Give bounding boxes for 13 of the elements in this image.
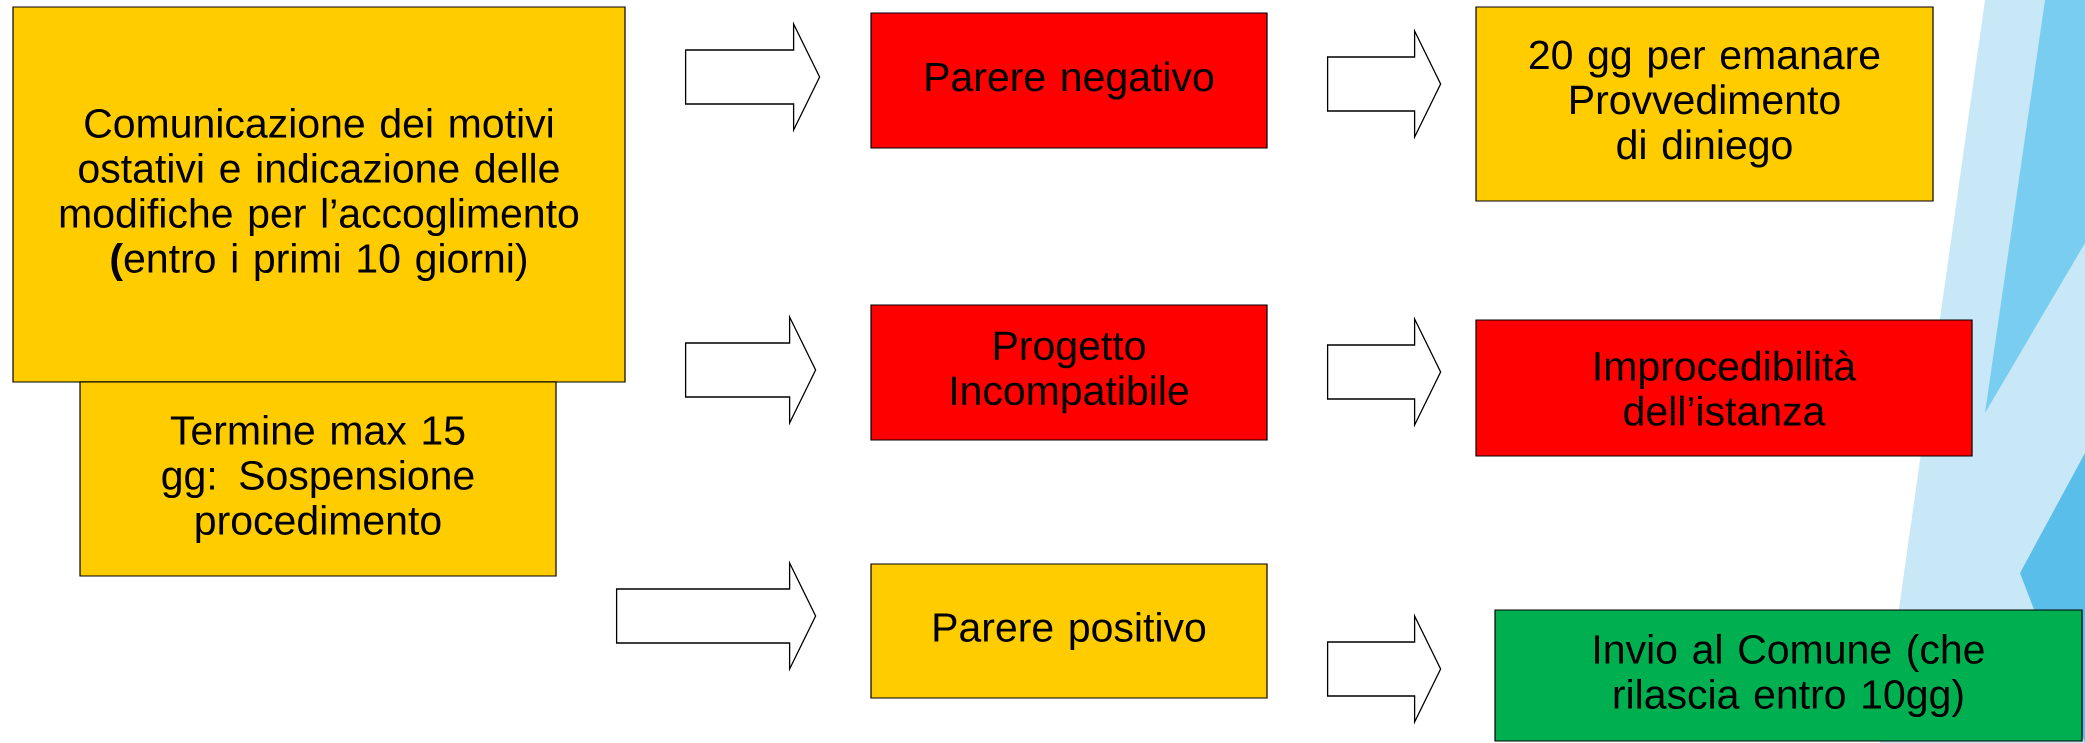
process-box: Improcedibilità dell’istanza: [1475, 319, 1973, 457]
process-box: Invio al Comune (che rilascia entro 10gg): [1494, 609, 2083, 742]
block-arrow: [1326, 28, 1442, 140]
block-arrow: [684, 314, 817, 426]
block-arrow: [1326, 316, 1442, 428]
block-arrow: [684, 21, 821, 133]
process-box: 20 gg per emanare Provvedimento di diniego: [1475, 6, 1934, 202]
process-box: Progetto Incompatibile: [870, 304, 1268, 441]
process-box: Termine max 15 gg: Sospensione procedimento: [79, 381, 557, 577]
process-box: Parere positivo: [870, 563, 1268, 699]
process-box: Parere negativo: [870, 12, 1268, 149]
block-arrow: [1326, 613, 1442, 725]
block-arrow: [615, 560, 817, 672]
